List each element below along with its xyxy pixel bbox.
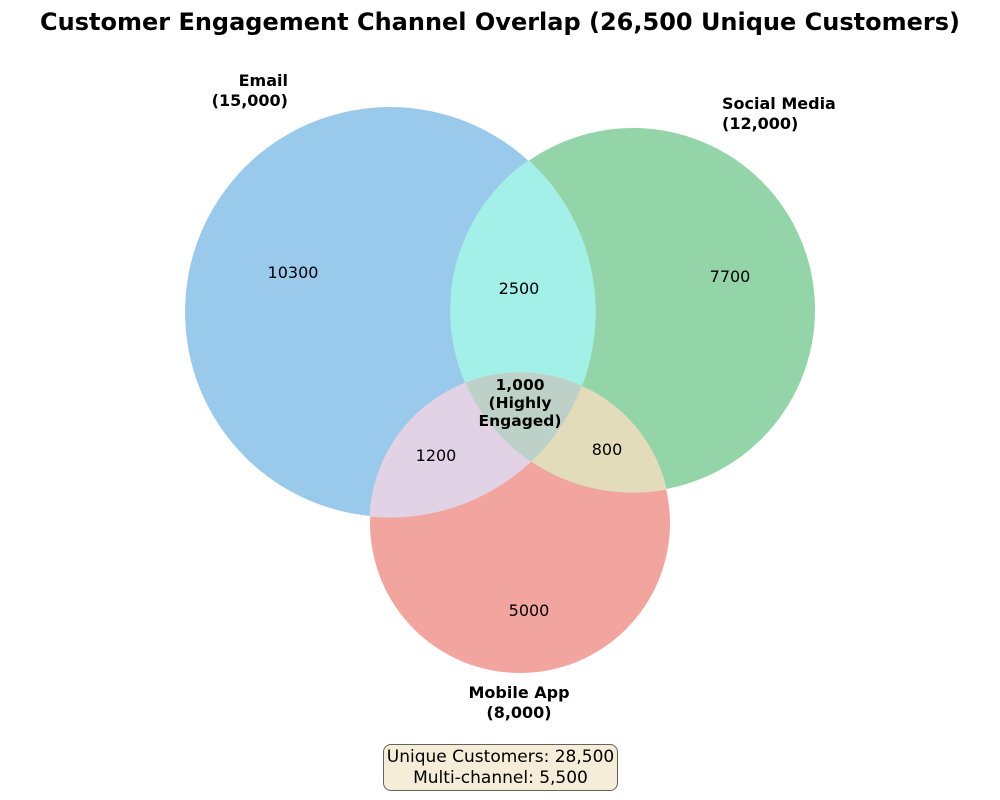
email-social-overlap-value: 2500	[498, 279, 540, 298]
summary-annotation-box: Unique Customers: 28,500 Multi-channel: …	[383, 744, 618, 791]
email-mobile-overlap-value: 1200	[415, 446, 457, 465]
email-set-label: Email (15,000)	[211, 71, 288, 110]
chart-title: Customer Engagement Channel Overlap (26,…	[40, 8, 960, 36]
mobile-only-value: 5000	[508, 601, 550, 620]
multi-channel-total: Multi-channel: 5,500	[413, 767, 588, 788]
mobile-app-set-label: Mobile App (8,000)	[468, 683, 570, 722]
triple-overlap-region	[465, 372, 582, 462]
email-only-value: 10300	[267, 263, 319, 282]
triple-overlap-value: 1,000 (Highly Engaged)	[478, 376, 562, 430]
unique-customers-total: Unique Customers: 28,500	[386, 746, 615, 767]
social-mobile-overlap-value: 800	[591, 440, 623, 459]
social-only-value: 7700	[709, 267, 751, 286]
social-media-set-label: Social Media (12,000)	[722, 94, 836, 133]
